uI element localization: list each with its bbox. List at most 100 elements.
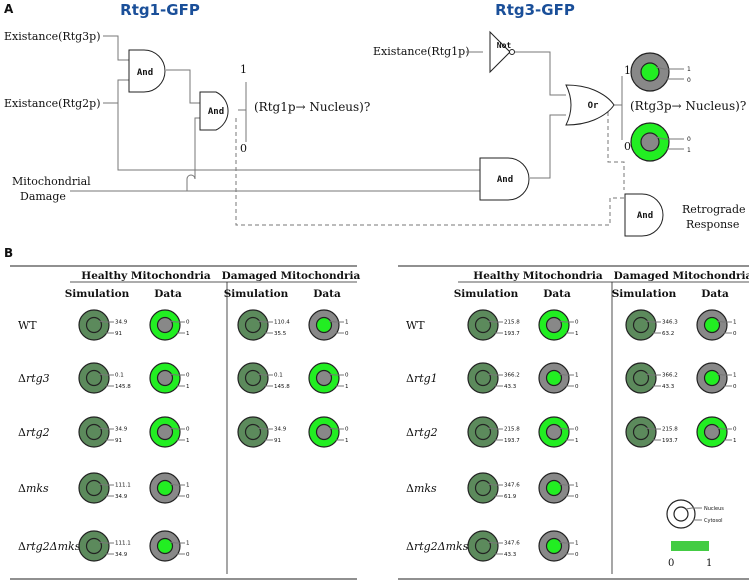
key-cytosol-value: 1 (687, 147, 691, 154)
cell-nucleus (545, 369, 563, 387)
key-nucleus-value: 0 (687, 136, 691, 143)
cell-nucleus-value: 346.3 (662, 320, 678, 326)
cell-nucleus-value: 0.1 (115, 373, 124, 379)
genotype-label: WT (18, 319, 37, 332)
damaged-data-cell: 10 (308, 309, 349, 341)
svg-text:Not: Not (497, 41, 512, 50)
healthy-simulation-cell: 111.134.9 (78, 472, 131, 504)
cell-nucleus (474, 479, 492, 497)
svg-text:And: And (637, 211, 653, 221)
cell-nucleus-value: 347.6 (504, 541, 520, 547)
cell-nucleus (156, 369, 174, 387)
subheader-data: Data (313, 288, 341, 300)
subheader-simulation: Simulation (454, 288, 519, 300)
scale-min: 0 (668, 558, 674, 569)
cell-nucleus (156, 423, 174, 441)
cell-nucleus-value: 0 (186, 427, 190, 433)
cell-nucleus (85, 479, 103, 497)
cell-nucleus (244, 369, 262, 387)
cell-nucleus-value: 111.1 (115, 483, 131, 489)
results-table-2: Healthy Mitochondria Damaged Mitochondria… (398, 265, 749, 580)
genotype-prefix: Δ (406, 372, 414, 385)
cell-nucleus-value: 1 (186, 483, 190, 489)
subheader-data: Data (701, 288, 729, 300)
cell-nucleus (545, 316, 563, 334)
damaged-simulation-cell: 110.435.5 (237, 309, 290, 341)
cell-cytosol-value: 193.7 (504, 331, 520, 337)
healthy-simulation-cell: 111.134.9 (78, 530, 131, 562)
healthy-data-cell: 01 (149, 416, 190, 448)
cell-nucleus (703, 316, 721, 334)
header-healthy: Healthy Mitochondria (473, 270, 603, 282)
key-cytosol-value: 0 (687, 77, 691, 84)
cell-cytosol-value: 1 (345, 438, 349, 444)
cell-nucleus-value: 34.9 (115, 320, 128, 326)
panel-a: A Rtg1-GFP Rtg3-GFP Existance(Rtg3p) Exi… (4, 1, 746, 237)
genotype-gene: rtg2Δmks (26, 540, 81, 553)
retrograde-line1: Retrograde (682, 203, 746, 216)
results-tables: Healthy Mitochondria Damaged Mitochondria… (10, 265, 749, 580)
genotype-label: Δrtg2Δmks (18, 540, 81, 553)
cell-cytosol-value: 0 (575, 494, 579, 500)
panel-b-label: B (4, 246, 13, 260)
header-damaged: Damaged Mitochondria (614, 270, 749, 282)
cell-nucleus (474, 537, 492, 555)
genotype-prefix: Δ (406, 482, 414, 495)
cell-cytosol-value: 0 (733, 384, 737, 390)
panel-a-label: A (4, 2, 14, 16)
cell-nucleus-value: 1 (345, 320, 349, 326)
cell-nucleus-value: 1 (575, 373, 579, 379)
gfp-scale-bar (671, 541, 709, 551)
panel-b: B Healthy Mitochondria Damaged Mitochondr… (4, 246, 749, 580)
legend-cytosol: Cytosol (704, 518, 723, 524)
cell-nucleus-value: 0 (575, 320, 579, 326)
svg-text:And: And (208, 107, 224, 117)
damaged-data-cell: 01 (308, 362, 349, 394)
and-gate-4: And (624, 193, 664, 237)
cell-cytosol-value: 0 (186, 552, 190, 558)
genotype-label: Δrtg1 (406, 372, 438, 385)
cell-cytosol-value: 43.3 (662, 384, 675, 390)
rtg1-output-one: 1 (240, 63, 247, 76)
genotype-gene: mks (26, 482, 49, 495)
cell-nucleus (156, 316, 174, 334)
healthy-data-cell: 10 (538, 530, 579, 562)
cell-cytosol-value: 0 (575, 552, 579, 558)
cell-cytosol-value: 43.3 (504, 384, 517, 390)
cell-cytosol-value: 1 (575, 438, 579, 444)
subheader-data: Data (543, 288, 571, 300)
cell-nucleus-value: 111.1 (115, 541, 131, 547)
rtg3-output-one: 1 (624, 64, 631, 77)
healthy-data-cell: 10 (538, 472, 579, 504)
cell-nucleus (632, 316, 650, 334)
cell-nucleus-value: 1 (186, 541, 190, 547)
healthy-data-cell: 01 (149, 362, 190, 394)
cell-nucleus-value: 215.8 (662, 427, 678, 433)
genotype-gene: rtg2Δmks (414, 540, 469, 553)
healthy-simulation-cell: 34.991 (78, 309, 128, 341)
cell-nucleus (156, 537, 174, 555)
cell-nucleus (474, 423, 492, 441)
damaged-data-cell: 01 (308, 416, 349, 448)
cell-cytosol-value: 193.7 (504, 438, 520, 444)
damaged-simulation-cell: 346.363.2 (625, 309, 678, 341)
cell-cytosol-value: 35.5 (274, 331, 287, 337)
cell-cytosol-value: 91 (115, 438, 122, 444)
cell-nucleus (474, 369, 492, 387)
healthy-data-cell: 01 (538, 309, 579, 341)
key-cell-state-1: 10 (630, 52, 691, 92)
cell-nucleus-value: 215.8 (504, 427, 520, 433)
subheader-simulation: Simulation (612, 288, 677, 300)
genotype-label: Δrtg2 (18, 426, 50, 439)
genotype-gene: mks (414, 482, 437, 495)
rtg3-gfp-title: Rtg3-GFP (495, 1, 575, 19)
cell-cytosol-value: 0 (575, 384, 579, 390)
